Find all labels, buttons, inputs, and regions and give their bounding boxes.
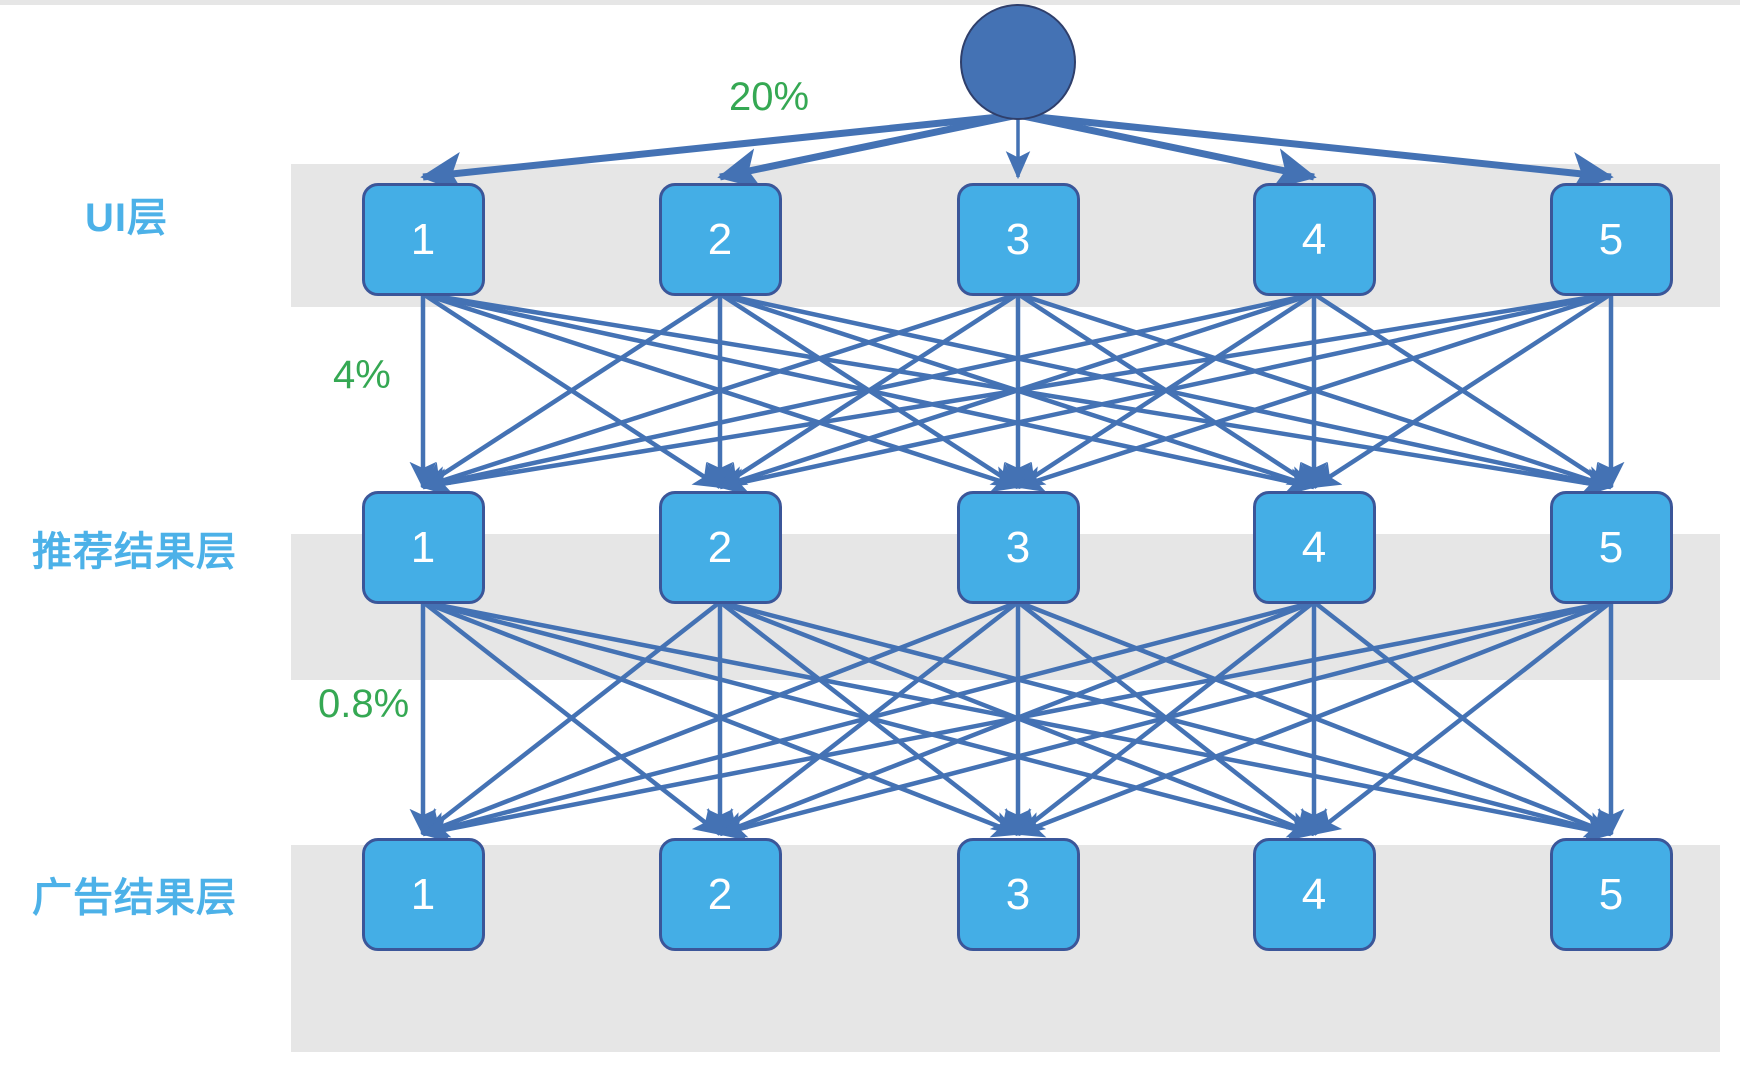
node-ui-3[interactable]: 3 (956, 183, 1080, 296)
edge (422, 291, 1316, 495)
layer-label-ui: UI层 (85, 196, 168, 240)
node-recommend-4[interactable]: 4 (1252, 491, 1376, 604)
edge (421, 291, 1315, 495)
node-ads-4[interactable]: 4 (1252, 838, 1376, 951)
edges-ui-to-recommend (409, 291, 1625, 497)
node-ads-1[interactable]: 1 (361, 838, 485, 951)
edge (1016, 292, 1316, 489)
node-recommend-5[interactable]: 5 (1549, 491, 1673, 604)
edge (1017, 291, 1613, 493)
edge (422, 291, 1613, 497)
layer-label-ads: 广告结果层 (32, 876, 237, 920)
percent-root-to-ui: 20% (729, 75, 810, 119)
layer-label-recommend: 推荐结果层 (32, 530, 237, 574)
node-ads-5[interactable]: 5 (1549, 838, 1673, 951)
edge (421, 291, 1019, 493)
edge (421, 291, 1612, 497)
node-ui-1[interactable]: 1 (361, 183, 485, 296)
edge (1312, 292, 1613, 489)
node-ads-3[interactable]: 3 (956, 838, 1080, 951)
edge (718, 291, 1612, 495)
node-recommend-2[interactable]: 2 (658, 491, 782, 604)
top-strip (0, 0, 1740, 5)
edge (422, 291, 1020, 493)
percent-ui-to-recommend: 4% (333, 353, 391, 397)
edge (719, 291, 1316, 493)
edge (1016, 291, 1612, 493)
node-ui-2[interactable]: 2 (658, 183, 782, 296)
percent-recommend-to-ads: 0.8% (318, 682, 410, 726)
edge (719, 291, 1613, 495)
edge (421, 292, 722, 489)
edge (718, 291, 1315, 493)
node-recommend-1[interactable]: 1 (361, 491, 485, 604)
node-ui-4[interactable]: 4 (1252, 183, 1376, 296)
edge (1016, 292, 1316, 489)
edge (421, 292, 722, 489)
node-ads-2[interactable]: 2 (658, 838, 782, 951)
node-recommend-3[interactable]: 3 (956, 491, 1080, 604)
node-ui-5[interactable]: 5 (1549, 183, 1673, 296)
edge (1312, 292, 1613, 489)
edge (718, 292, 1020, 489)
edge (718, 292, 1020, 489)
